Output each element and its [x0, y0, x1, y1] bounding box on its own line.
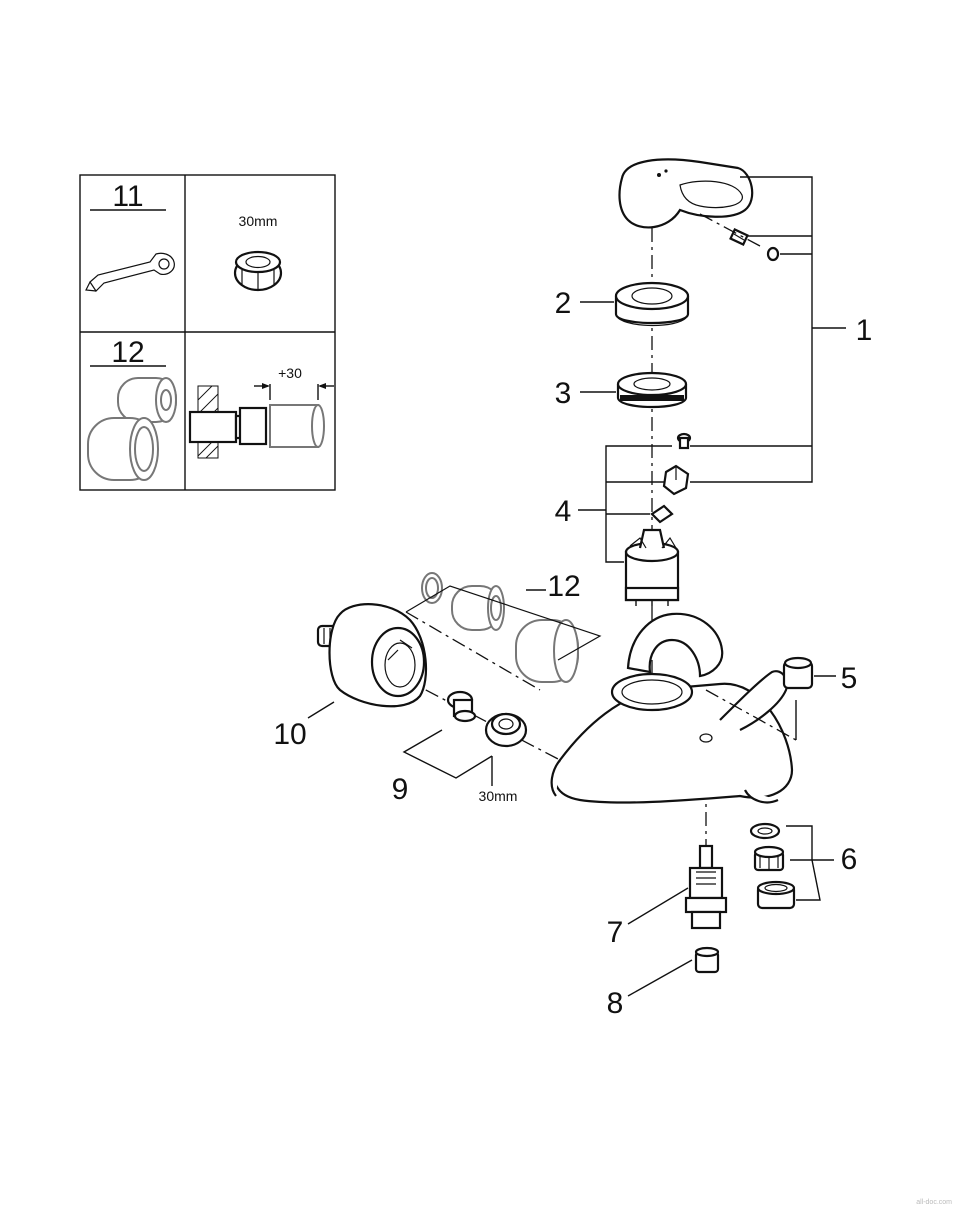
callout-3: 3 [555, 377, 572, 410]
watermark: all-doc.com [916, 1199, 952, 1206]
handle-cap-plug [766, 246, 780, 262]
wall-elbow [316, 603, 428, 708]
nut-icon [233, 250, 283, 292]
aerator-ring [749, 822, 781, 840]
connection-nut [484, 712, 528, 748]
inset-table: 11 30mm 12 [79, 174, 336, 491]
extension-sleeve [515, 619, 579, 683]
cartridge [624, 528, 680, 606]
ring-nut [616, 371, 688, 409]
nut-size-label: 30mm [479, 788, 518, 804]
end-cap [782, 656, 814, 690]
extension-label: +30 [278, 365, 302, 381]
small-screw [676, 432, 692, 450]
diverter-spindle [684, 844, 728, 930]
adapter-bolt [662, 464, 690, 496]
wall-connection-icon: +30 [188, 365, 334, 459]
callout-4: 4 [555, 495, 572, 528]
inset-size-label: 30mm [239, 213, 278, 229]
callout-12: 12 [547, 570, 580, 603]
aerator-housing [756, 880, 796, 910]
connection-nipple [446, 690, 477, 723]
diverter-valve [694, 946, 720, 974]
callout-9: 9 [392, 773, 409, 806]
callout-10: 10 [273, 718, 306, 751]
lever-handle [618, 158, 754, 229]
inset-number-11: 11 [112, 180, 143, 213]
callout-6: 6 [841, 843, 858, 876]
extension-sleeve-icon [87, 377, 177, 481]
inset-number-12: 12 [111, 336, 144, 369]
extension-nipple [451, 585, 505, 631]
leader-lines [307, 176, 846, 997]
callout-7: 7 [607, 916, 624, 949]
callout-2: 2 [555, 287, 572, 320]
cover-cap [614, 281, 690, 327]
seal-washer [650, 504, 674, 524]
wrench-icon [85, 252, 175, 292]
aerator-insert [753, 845, 785, 872]
extension-seal [421, 572, 443, 604]
mixer-body [550, 612, 794, 804]
callout-1: 1 [856, 314, 873, 347]
callout-8: 8 [607, 987, 624, 1020]
callout-5: 5 [841, 662, 858, 695]
